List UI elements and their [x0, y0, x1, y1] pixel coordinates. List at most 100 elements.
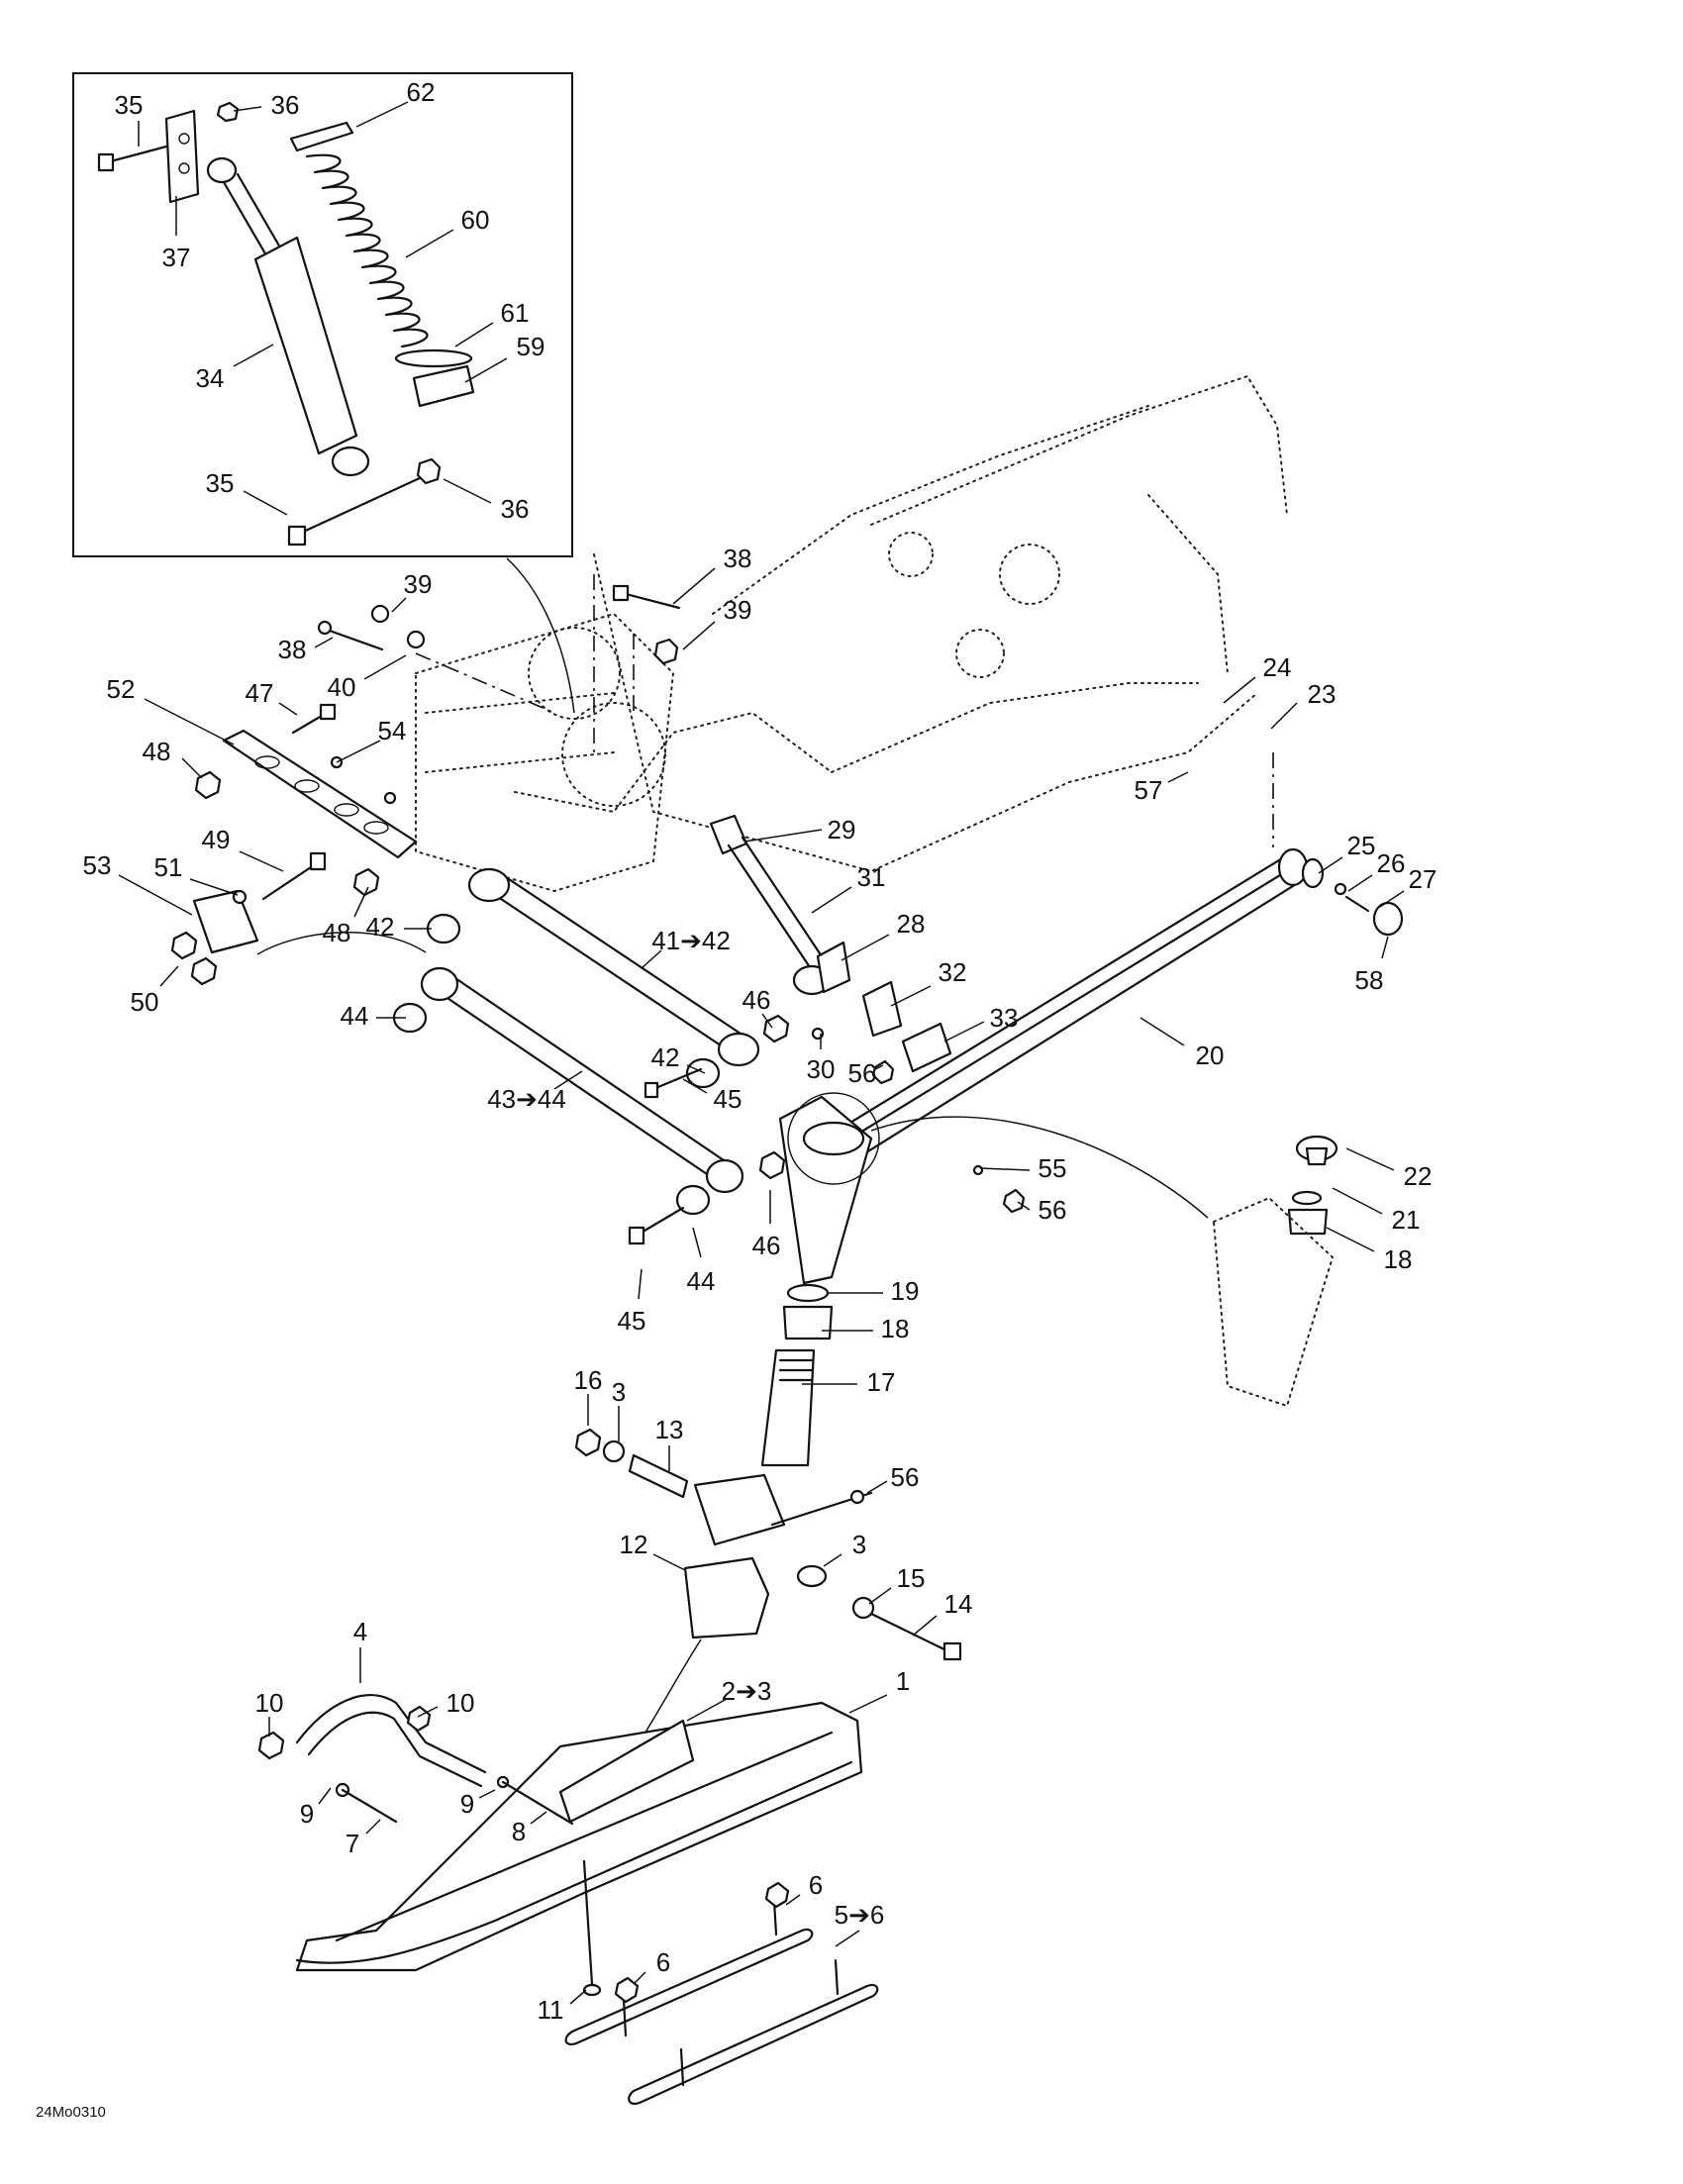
leader-line-c38b: [314, 637, 334, 648]
shock-inset: [72, 72, 573, 557]
callout-c18b: 18: [881, 1314, 910, 1343]
callout-c58: 58: [1355, 965, 1384, 995]
leader-line-c29: [743, 829, 823, 843]
callout-c60: 60: [461, 205, 490, 235]
callout-c35a: 35: [115, 90, 144, 120]
callout-c1: 1: [896, 1666, 910, 1696]
leader-line-c9b: [478, 1789, 496, 1799]
callout-c18a: 18: [1384, 1244, 1413, 1274]
ski-hardware: [574, 1428, 962, 1783]
steering-arm: [709, 814, 952, 1085]
callout-c29: 29: [828, 815, 856, 844]
leader-line-c46a: [761, 1013, 773, 1029]
callout-c3a: 3: [612, 1377, 626, 1407]
callout-c25: 25: [1347, 831, 1376, 860]
spring-coils: [305, 153, 429, 348]
leader-line-c49: [239, 850, 284, 872]
leader-line-c20: [1139, 1017, 1185, 1046]
leader-line-c27: [1379, 890, 1405, 908]
callout-c9b: 9: [460, 1789, 474, 1819]
frame-fasteners: [317, 574, 681, 752]
callout-c46a: 46: [742, 985, 771, 1015]
leader-line-c15: [868, 1587, 892, 1605]
callout-c21: 21: [1392, 1205, 1421, 1235]
callout-c42a: 42: [366, 912, 395, 942]
callout-c10b: 10: [446, 1688, 475, 1718]
callout-c44a: 44: [341, 1001, 369, 1031]
leader-line-c48a: [181, 757, 203, 779]
callout-c11: 11: [538, 1995, 564, 2025]
callout-c47: 47: [246, 678, 274, 708]
callout-c12: 12: [620, 1530, 648, 1559]
callout-c48b: 48: [323, 918, 351, 947]
leader-line-c43: [553, 1070, 583, 1090]
callout-c54: 54: [378, 716, 407, 745]
drawing-code: 24Mo0310: [36, 2104, 106, 2121]
callout-c6b: 6: [656, 1947, 670, 1977]
leader-line-c26: [1347, 874, 1373, 892]
frame-outline: [415, 374, 1288, 893]
leader-line-c14: [912, 1615, 938, 1637]
callout-c4: 4: [353, 1617, 367, 1646]
leader-line-c22: [1345, 1147, 1395, 1171]
callout-c53: 53: [83, 850, 112, 880]
leader-line-c56c: [866, 1480, 888, 1494]
leader-line-c45b: [638, 1268, 643, 1300]
leader-line-c33: [943, 1021, 985, 1042]
callout-c3b: 3: [852, 1530, 866, 1559]
leader-line-c11: [569, 1989, 587, 2005]
leader-line-c10b: [417, 1706, 439, 1718]
spindle-detail: [1212, 1135, 1338, 1408]
leader-line-c32: [890, 985, 932, 1007]
callout-c56a: 56: [848, 1058, 877, 1088]
leader-line-c7: [365, 1819, 381, 1835]
leader-line-c61: [454, 322, 494, 347]
ski-runners: [564, 1881, 879, 2105]
leader-line-c25: [1318, 856, 1343, 874]
leader-line-c56a: [874, 1064, 884, 1070]
leader-line-c62: [355, 101, 409, 128]
callout-c51: 51: [154, 852, 183, 882]
callout-c44b: 44: [687, 1266, 716, 1296]
callout-c33: 33: [990, 1003, 1019, 1033]
callout-c32: 32: [939, 957, 967, 987]
leader-line-c31: [811, 886, 852, 914]
leader-line-c1: [848, 1694, 888, 1714]
callout-c35b: 35: [206, 468, 235, 498]
leader-line-c58: [1381, 936, 1389, 959]
callout-c38a: 38: [724, 544, 752, 573]
callout-c40: 40: [328, 672, 356, 702]
callout-c62: 62: [407, 77, 436, 107]
callout-c26: 26: [1377, 848, 1406, 878]
callout-c24: 24: [1263, 652, 1292, 682]
callout-c42b: 42: [651, 1042, 680, 1072]
callout-c45b: 45: [618, 1306, 646, 1336]
leader-line-c47: [278, 702, 298, 716]
callout-c52: 52: [107, 674, 136, 704]
leader-line-c56: [835, 1930, 860, 1947]
callout-c36b: 36: [501, 494, 530, 524]
spindle-housing: [693, 1092, 1209, 1546]
callout-c10a: 10: [255, 1688, 284, 1718]
leader-line-c50: [159, 965, 179, 987]
leader-line-c45a: [682, 1078, 708, 1094]
callout-c57: 57: [1135, 775, 1163, 805]
callout-c20: 20: [1196, 1041, 1225, 1070]
callout-c19: 19: [891, 1276, 920, 1306]
leader-line-c6a: [785, 1894, 801, 1906]
leader-line-c8: [530, 1811, 547, 1825]
trailing-arm: [790, 752, 1404, 1176]
callout-c56: 5➔6: [835, 1900, 885, 1930]
callout-c36a: 36: [271, 90, 300, 120]
callout-c28: 28: [897, 909, 926, 939]
leader-line-c39b: [682, 621, 716, 650]
leader-line-c60: [405, 229, 454, 258]
leader-line-c54: [336, 740, 381, 763]
callout-c56c: 56: [891, 1462, 920, 1492]
leader-line-c57: [1167, 771, 1189, 783]
callout-c39a: 39: [404, 569, 433, 599]
callout-c48a: 48: [143, 737, 171, 766]
leader-line-c36a: [233, 106, 262, 112]
callout-c8: 8: [512, 1817, 526, 1846]
callout-c37: 37: [162, 243, 191, 272]
